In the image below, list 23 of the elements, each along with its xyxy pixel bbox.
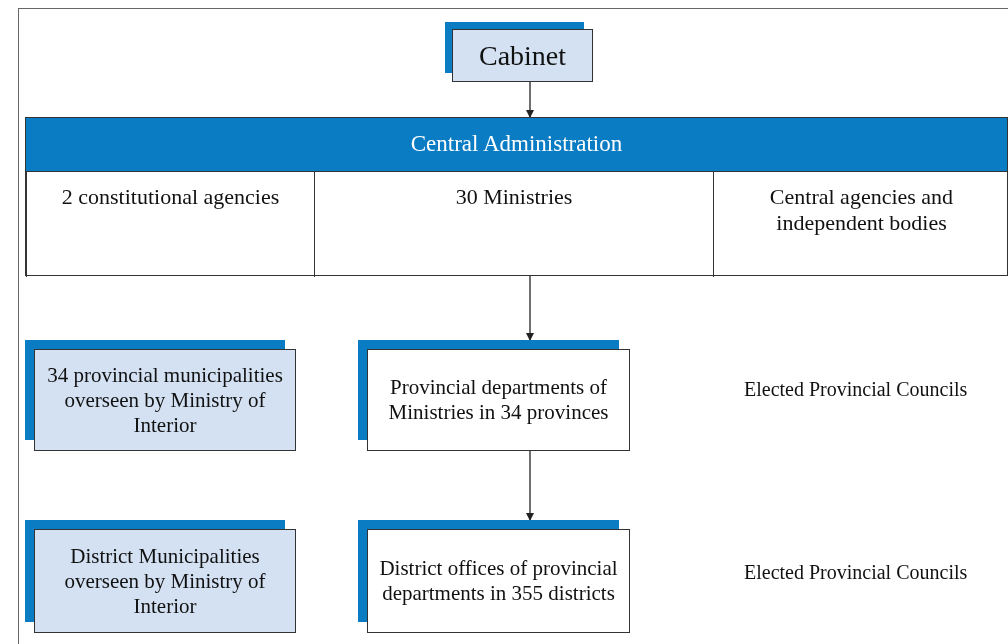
table-cell: [713, 171, 1008, 277]
arrow: [526, 275, 534, 341]
shadowed-box: [358, 340, 630, 451]
box-label: Provincial departments of Ministries in 34 provinces: [387, 375, 610, 425]
box-label: District Municipalities overseen by Ministry of Interior: [63, 543, 267, 619]
band-heading: Central Administration: [26, 118, 1007, 171]
table-cell: [26, 171, 314, 277]
shadowed-box: [25, 340, 296, 451]
arrow: [526, 81, 534, 118]
side-label: Elected Provincial Councils: [744, 377, 968, 402]
box-label: Central agencies and independent bodies: [768, 184, 955, 236]
side-label: Elected Provincial Councils: [744, 560, 968, 585]
shadowed-box: [445, 22, 593, 82]
table-cell: [314, 171, 713, 277]
arrow: [526, 450, 534, 521]
box-label: 30 Ministries: [455, 184, 573, 210]
administration-panel: [25, 117, 1008, 276]
box-label: 2 constitutional agencies: [61, 184, 280, 210]
box-label: District offices of provincial departments in 355 districts: [378, 556, 619, 606]
box-label: Cabinet: [478, 40, 567, 71]
box-label: 34 provincial municipalities overseen by Ministry of Interior: [46, 362, 284, 438]
shadowed-box: [358, 520, 630, 633]
shadowed-box: [25, 520, 296, 633]
